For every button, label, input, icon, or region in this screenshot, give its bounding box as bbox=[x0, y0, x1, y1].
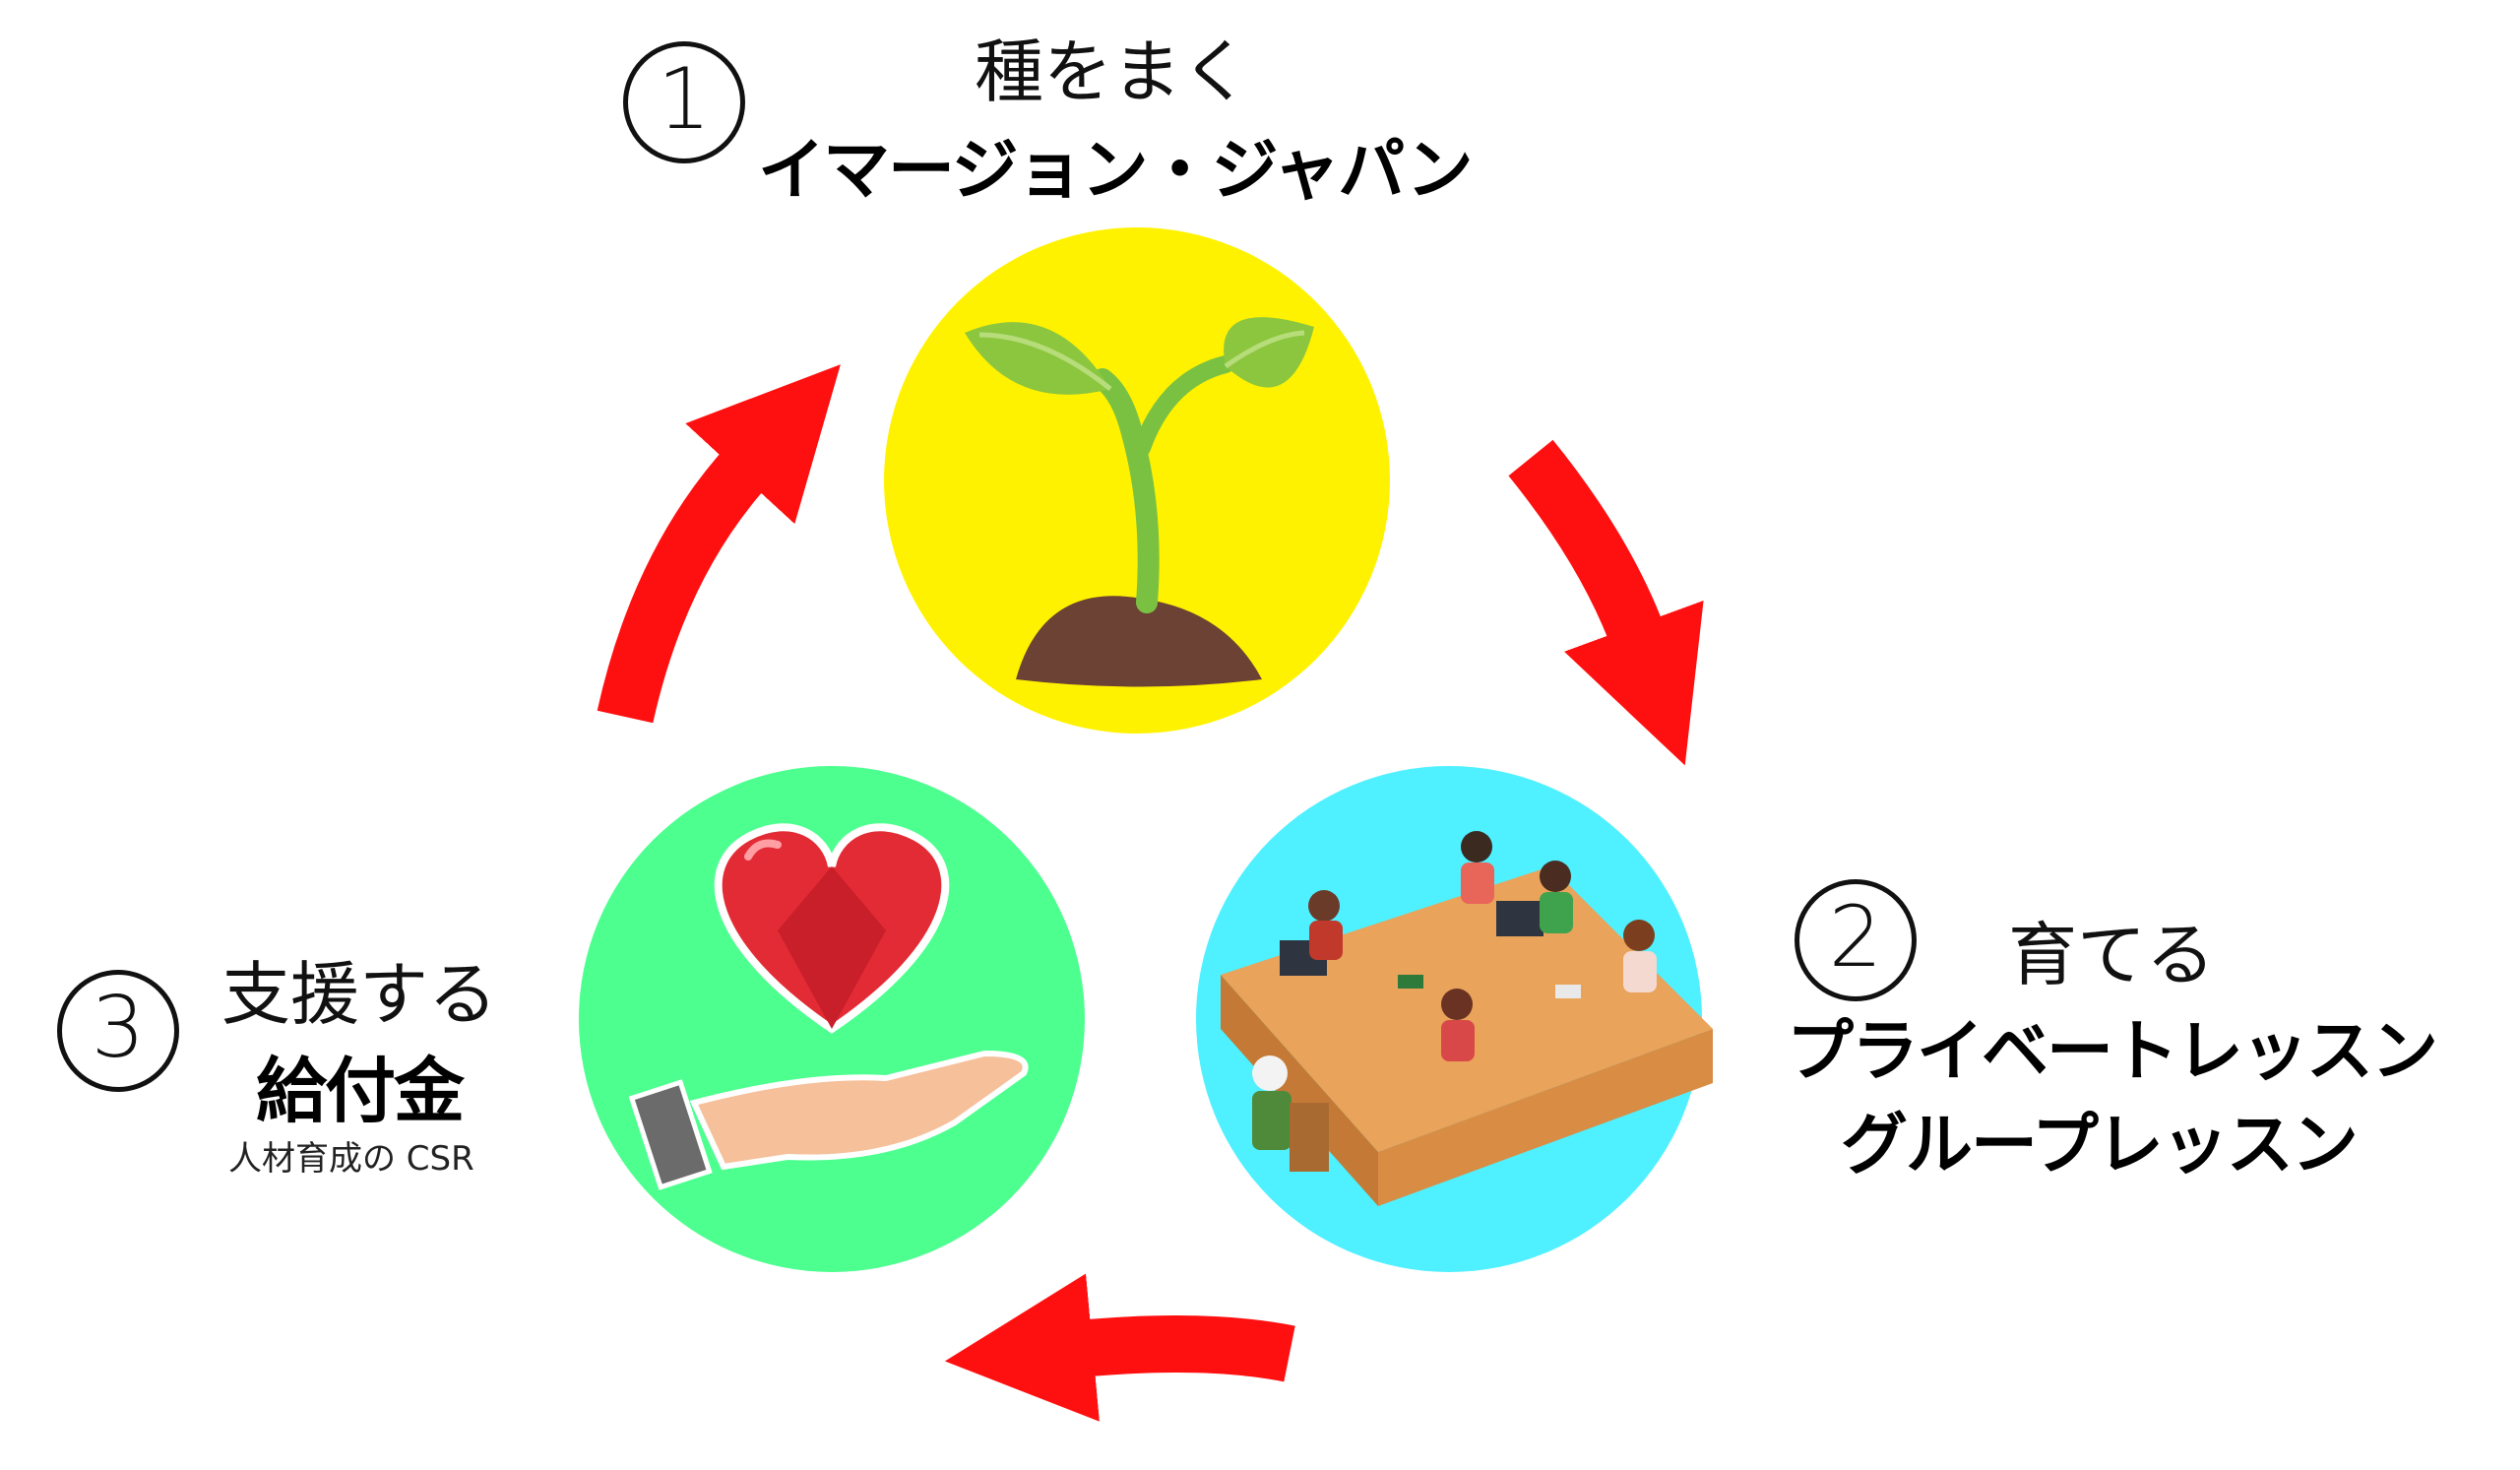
step-3-subtitle: 人材育成の CSR bbox=[228, 1139, 474, 1179]
step-1-verb: 種をまく bbox=[975, 32, 1250, 112]
arrow-bottom-left bbox=[944, 1273, 1295, 1422]
step-1-circle bbox=[884, 227, 1390, 734]
step-3-number-badge: 3 bbox=[57, 970, 179, 1092]
step-2-title-line2: グループレッスン bbox=[1841, 1107, 2359, 1184]
step-1-number-badge: 1 bbox=[623, 41, 745, 163]
heart-hand-icon bbox=[628, 823, 1029, 1190]
step-3-title: 給付金 bbox=[256, 1050, 465, 1132]
step-2-verb: 育てる bbox=[2008, 915, 2215, 995]
step-3-circle bbox=[579, 766, 1085, 1272]
step-2-number-badge: 2 bbox=[1795, 879, 1917, 1001]
step-3-verb: 支援する bbox=[221, 954, 497, 1035]
classroom-icon bbox=[1221, 831, 1713, 1206]
step-1-title: イマージョン・ジャパン bbox=[758, 132, 1474, 210]
sprout-icon bbox=[965, 317, 1314, 687]
arrow-right-down bbox=[1508, 439, 1704, 766]
arrow-left-up bbox=[597, 364, 841, 724]
step-2-title-line1: プライベートレッスン bbox=[1787, 1013, 2438, 1091]
step-2-circle bbox=[1196, 766, 1713, 1272]
